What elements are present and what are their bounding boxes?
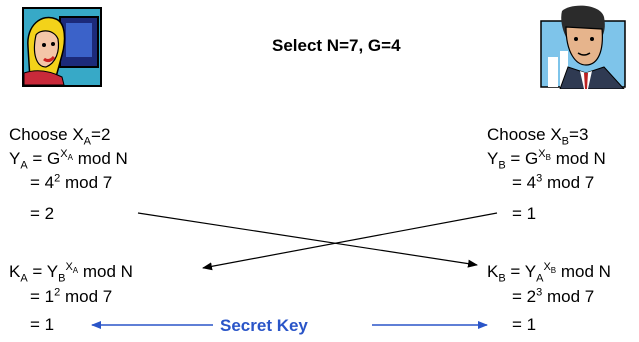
alice-y-value: = 2: [30, 204, 55, 223]
alice-k-definition: KA = YBXA mod N: [9, 261, 133, 285]
bob-y-definition: YB = GXB mod N: [487, 148, 606, 172]
arrow-alice-to-bob: [137, 212, 478, 268]
alice-y-calculation: = 42 mod 7: [30, 172, 113, 192]
woman-at-computer-icon: [22, 7, 102, 87]
businessman-icon: [540, 5, 626, 89]
alice-choose-line: Choose XA=2: [9, 125, 111, 148]
bob-y-calculation: = 43 mod 7: [512, 172, 595, 192]
bob-y-value: = 1: [512, 204, 537, 223]
alice-k-calculation: = 12 mod 7: [30, 286, 113, 306]
bob-choose-line: Choose XB=3: [487, 125, 589, 148]
bob-k-definition: KB = YAXB mod N: [487, 261, 611, 285]
arrow-bob-to-alice: [202, 212, 498, 271]
alice-k-value: = 1: [30, 315, 55, 334]
alice-y-definition: YA = GXA mod N: [9, 148, 128, 172]
secret-key-label: Secret Key: [220, 316, 308, 335]
diagram-title: Select N=7, G=4: [272, 36, 401, 55]
bob-k-calculation: = 23 mod 7: [512, 286, 595, 306]
bob-k-value: = 1: [512, 315, 537, 334]
